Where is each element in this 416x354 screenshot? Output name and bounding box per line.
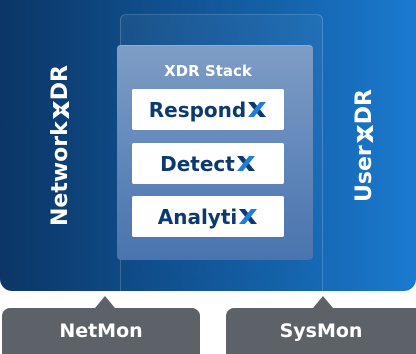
detectx-module: Detect — [132, 143, 284, 184]
netmon-label: NetMon — [59, 320, 143, 342]
x-logo-icon — [355, 124, 373, 144]
netmon-box: NetMon — [2, 308, 200, 354]
user-xdr-suffix: DR — [351, 89, 377, 125]
user-xdr-label: User DR — [334, 0, 394, 291]
x-logo-icon — [51, 100, 69, 120]
respondx-label: Respond — [148, 97, 247, 122]
network-xdr-prefix: Network — [47, 121, 73, 226]
analytix-module: Analyti — [132, 196, 284, 237]
x-logo-icon — [247, 101, 267, 118]
netmon-connector-arrow — [95, 296, 115, 308]
analytix-label: Analyti — [157, 204, 238, 229]
user-xdr-prefix: User — [351, 145, 377, 202]
xdr-stack-title: XDR Stack — [164, 62, 252, 80]
sysmon-label: SysMon — [279, 320, 363, 342]
x-logo-icon — [236, 155, 256, 172]
x-logo-icon — [238, 208, 258, 225]
network-xdr-label: Network DR — [30, 0, 90, 291]
sysmon-connector-arrow — [313, 296, 333, 308]
detectx-label: Detect — [160, 151, 235, 176]
respondx-module: Respond — [132, 89, 284, 130]
sysmon-box: SysMon — [226, 308, 416, 354]
